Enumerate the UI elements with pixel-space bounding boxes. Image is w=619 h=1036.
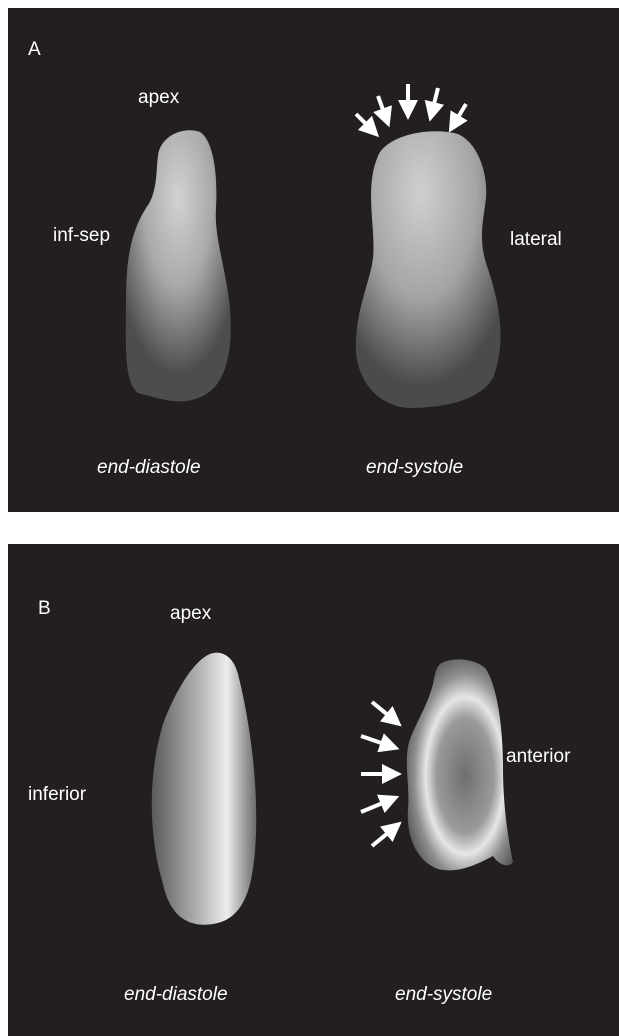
arrow-icon [432,88,438,112]
arrow-icon [356,114,372,130]
caption-end-diastole-b: end-diastole [124,985,228,1004]
apex-label-b: apex [170,604,211,623]
apex-label-a: apex [138,88,179,107]
arrow-group-b [361,702,394,846]
anterior-label: anterior [506,747,570,766]
ventricle-end-systole-b [407,659,513,870]
ventricle-end-diastole-b [152,653,257,925]
ventricle-end-systole-a [356,131,501,408]
inferior-label: inferior [28,785,86,804]
arrow-icon [372,702,394,720]
panel-b-graphics [8,544,619,1036]
ventricle-end-diastole-a [126,130,231,401]
arrow-icon [361,736,390,746]
inf-sep-label: inf-sep [53,226,110,245]
panel-a-letter: A [28,40,41,59]
caption-end-systole-a: end-systole [366,458,463,477]
arrow-icon [372,828,394,846]
arrow-icon [378,96,386,118]
panel-b-letter: B [38,599,51,618]
caption-end-diastole-a: end-diastole [97,458,201,477]
lateral-label: lateral [510,230,562,249]
panel-a: A apex inf-sep lateral end-diastole end-… [8,8,619,512]
panel-a-graphics [8,8,619,512]
caption-end-systole-b: end-systole [395,985,492,1004]
arrow-icon [361,800,390,812]
panel-b: B apex inferior anterior end-diastole en… [8,544,619,1036]
arrow-icon [454,104,466,124]
arrow-group-a [356,84,466,130]
